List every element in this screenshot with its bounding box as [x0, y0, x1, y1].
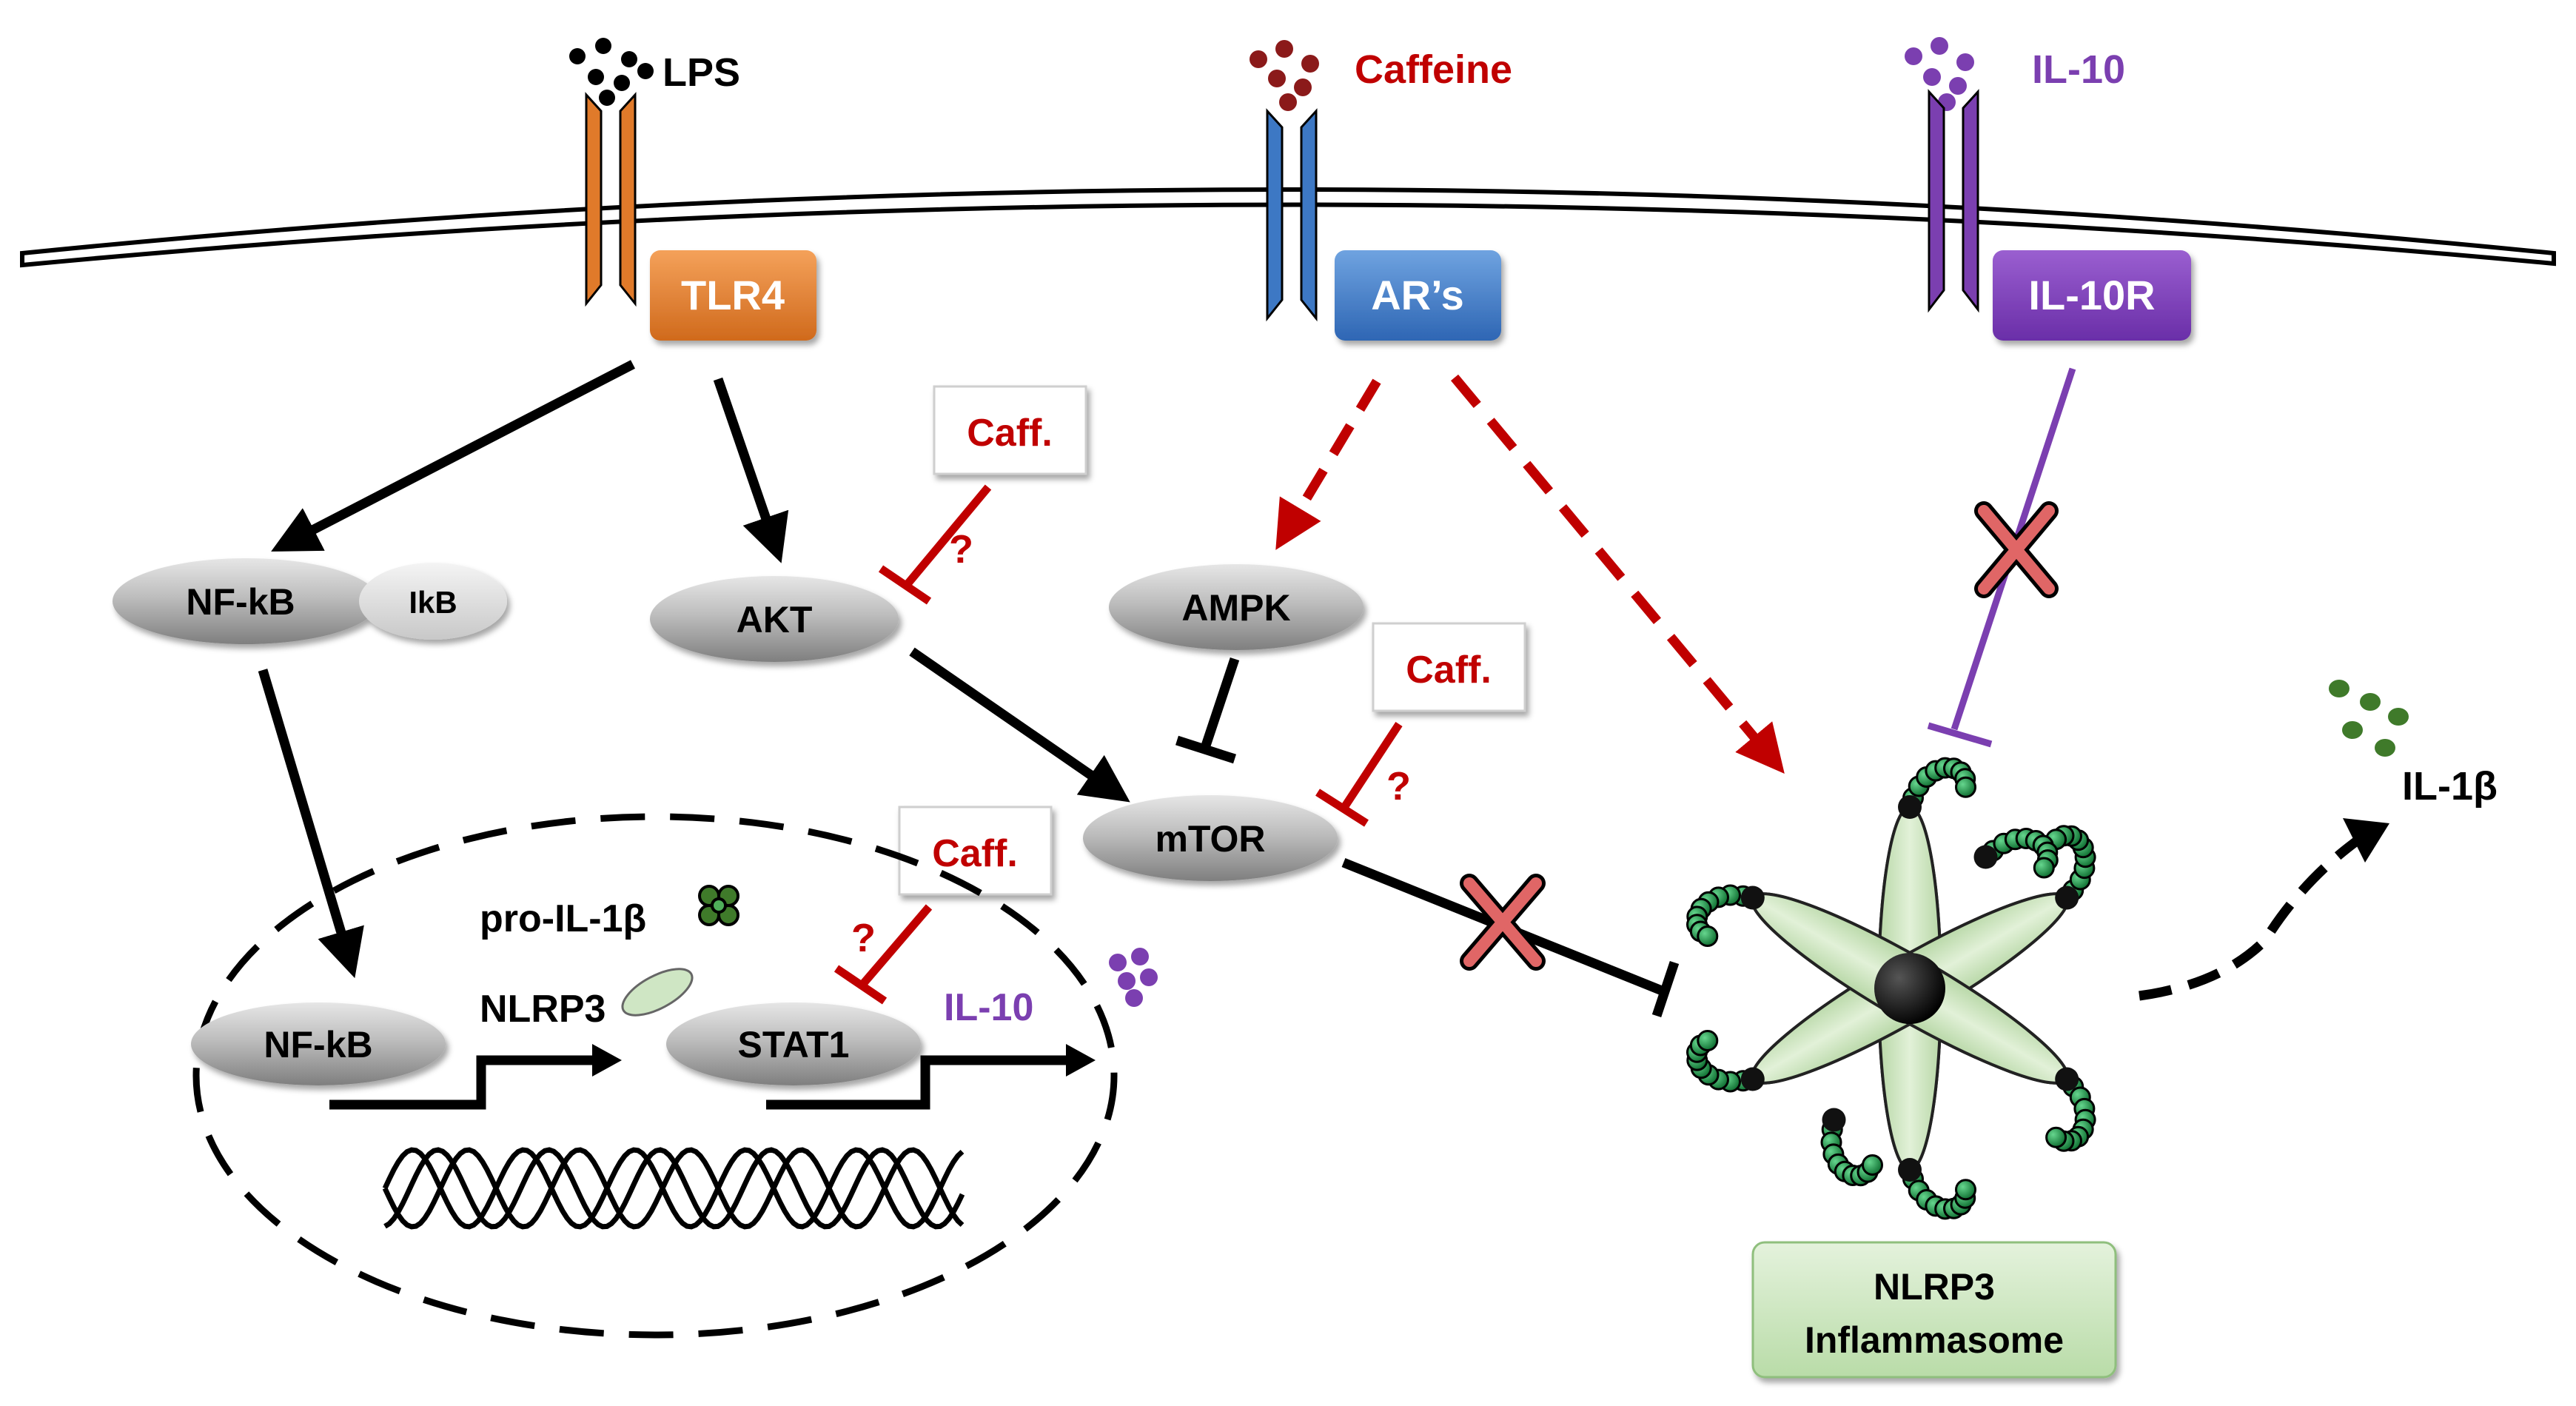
promoter-arrow-nlrp3	[329, 1044, 622, 1110]
tlr4-transmembrane	[585, 92, 637, 307]
lps-particles	[569, 38, 654, 106]
akt-oval	[650, 576, 899, 662]
question-mark-stat1: ?	[851, 916, 876, 960]
caff-box-mtor	[1372, 622, 1526, 712]
question-mark-akt: ?	[949, 527, 973, 572]
lps-label: LPS	[663, 50, 740, 95]
ars-box	[1335, 250, 1501, 341]
inflammasome-label-line1: NLRP3	[1874, 1266, 1995, 1308]
inflammasome-label-line2: Inflammasome	[1805, 1319, 2064, 1361]
inflammasome-petal-tip	[1740, 886, 1765, 910]
pro-il1b-particles	[698, 885, 739, 926]
blocked-mark-mtor-inner	[1463, 877, 1542, 967]
inhibit-caff-mtor	[1315, 721, 1403, 827]
dashed-arrow-il1b-release	[2139, 836, 2361, 1001]
inflammasome-petal-tip	[1740, 1067, 1765, 1091]
inflammasome-petal-tip	[1973, 845, 1998, 869]
pro-il1b-label: pro-IL-1β	[480, 897, 646, 940]
inflammasome-core	[1874, 953, 1945, 1024]
il10-gene-label: IL-10	[944, 986, 1033, 1029]
caff-label-mtor: Caff.	[1406, 649, 1492, 692]
inflammasome-bead	[1697, 925, 1719, 947]
inflammasome-complex	[1686, 757, 2096, 1220]
il1b-particles	[2329, 680, 2409, 757]
caff-box-akt	[933, 385, 1087, 475]
promoter-arrow-il10	[766, 1044, 1096, 1110]
cell-membrane	[20, 187, 2556, 268]
il1b-arrowhead	[2343, 818, 2389, 863]
nfkb-nuc-label: NF-kB	[264, 1024, 372, 1065]
question-mark-mtor: ?	[1386, 764, 1411, 809]
arrow-akt-to-mtor	[909, 647, 1130, 803]
arrow-tlr4-to-nfkb	[271, 360, 635, 552]
inflammasome-bead	[1862, 1154, 1883, 1176]
inflammasome-bead	[1955, 776, 1976, 798]
ikb-oval	[359, 563, 507, 640]
stat1-oval	[666, 1002, 921, 1085]
caffeine-particles	[1250, 40, 1319, 111]
nfkb-cyto-oval	[113, 558, 379, 644]
nlrp3-gene-label: NLRP3	[480, 988, 606, 1031]
mtor-oval	[1083, 795, 1338, 881]
arrow-nfkb-to-nucleus	[258, 669, 364, 979]
il10-secreted-particles	[1109, 948, 1158, 1007]
inhibit-caff-stat1	[833, 904, 933, 1005]
inhibit-caff-akt	[878, 484, 992, 605]
caffeine-label: Caffeine	[1355, 47, 1512, 92]
dna-helix	[382, 1147, 965, 1230]
il10r-box	[1993, 250, 2191, 341]
dashed-arrow-ars-to-inflammasome	[1451, 374, 1785, 774]
inflammasome-petal-tip	[1898, 1158, 1922, 1182]
il10r-label: IL-10R	[2028, 272, 2155, 318]
inflammasome-bead	[1955, 1179, 1976, 1201]
inhibit-ampk-mtor	[1175, 657, 1240, 764]
inflammasome-bead	[2033, 857, 2055, 879]
nlrp3-product-oval	[621, 968, 694, 1017]
ikb-label: IkB	[409, 585, 457, 620]
inflammasome-petal-tip	[2055, 1067, 2079, 1091]
tlr4-label: TLR4	[681, 272, 785, 318]
nfkb-nuc-oval	[191, 1002, 446, 1085]
nucleus-boundary	[192, 813, 1118, 1339]
ampk-label: AMPK	[1181, 587, 1290, 629]
inflammasome-petal-tip	[1822, 1108, 1846, 1132]
mtor-label: mTOR	[1155, 818, 1265, 860]
inflammasome-petal-tip	[1898, 795, 1922, 819]
il10-particles	[1905, 37, 1974, 111]
ampk-oval	[1109, 564, 1364, 650]
il10-ligand-label: IL-10	[2032, 47, 2125, 92]
blocked-mark-il10r	[1974, 501, 2059, 598]
inflammasome-bead	[2045, 1126, 2067, 1148]
caff-label-stat1: Caff.	[932, 832, 1018, 875]
caff-box-stat1	[898, 806, 1053, 896]
inflammasome-box	[1751, 1241, 2117, 1379]
arrow-tlr4-to-akt	[713, 377, 789, 563]
il10r-transmembrane	[1928, 89, 1979, 313]
inflammasome-petal-tip	[2055, 886, 2079, 910]
akt-label: AKT	[737, 599, 813, 640]
nfkb-cyto-label: NF-kB	[186, 581, 295, 623]
stat1-label: STAT1	[738, 1024, 850, 1065]
ars-transmembrane	[1266, 108, 1318, 322]
inflammasome-bead	[1697, 1030, 1719, 1051]
dashed-arrow-ars-to-ampk	[1275, 378, 1381, 550]
caff-label-akt: Caff.	[967, 412, 1053, 455]
il1b-label: IL-1β	[2402, 764, 2498, 809]
tlr4-box	[650, 250, 816, 341]
ars-label: AR’s	[1371, 272, 1464, 318]
